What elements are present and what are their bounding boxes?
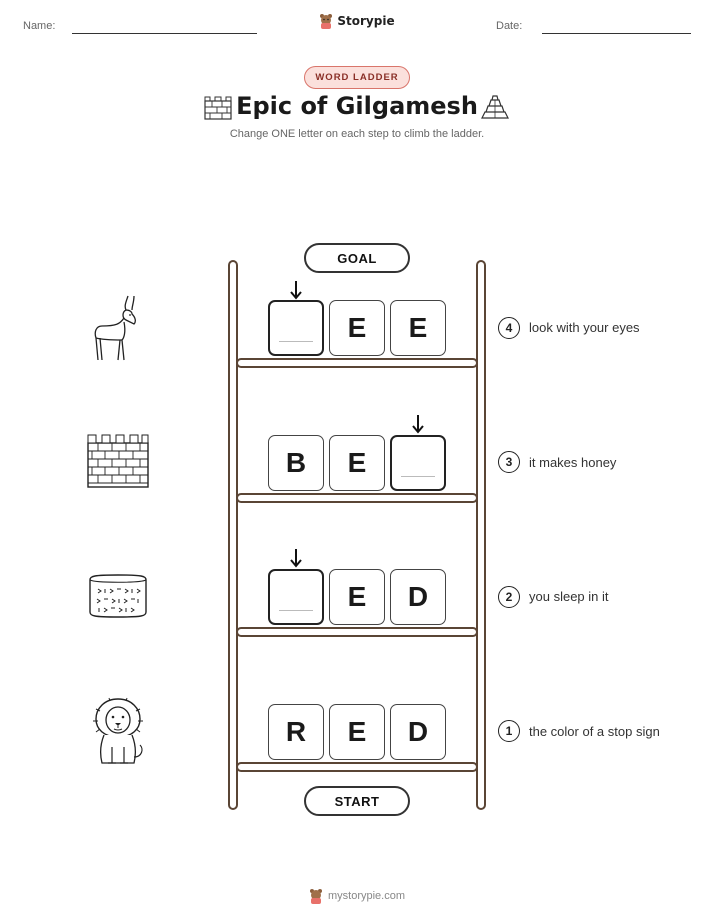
step-number: 1 <box>498 720 520 742</box>
ladder-right-rail <box>476 260 486 810</box>
arrow-down-icon <box>290 281 302 300</box>
goal-label: GOAL <box>304 243 410 273</box>
ladder-rung <box>236 627 478 637</box>
step-clue: look with your eyes <box>529 320 640 335</box>
letter-input[interactable] <box>390 435 446 491</box>
step-number: 4 <box>498 317 520 339</box>
letter-tile: E <box>329 435 385 491</box>
ladder-rung <box>236 762 478 772</box>
step-clue: you sleep in it <box>529 589 609 604</box>
arrow-down-icon <box>290 549 302 568</box>
footer-url[interactable]: mystorypie.com <box>327 890 406 902</box>
date-line[interactable] <box>542 33 691 34</box>
name-label: Name: <box>23 20 56 32</box>
letter-tile: R <box>268 704 324 760</box>
ladder-left-rail <box>228 260 238 810</box>
letter-tile: E <box>329 569 385 625</box>
letter-tile: E <box>390 300 446 356</box>
start-label: START <box>304 786 410 816</box>
step-clue: it makes honey <box>529 455 617 470</box>
lion-icon <box>93 697 143 764</box>
letter-tile: D <box>390 704 446 760</box>
page-title: Epic of Gilgamesh <box>236 92 478 120</box>
worksheet-type-badge: WORD LADDER <box>304 66 410 89</box>
gazelle-icon <box>94 295 136 361</box>
letter-tile: E <box>329 704 385 760</box>
instructions: Change ONE letter on each step to climb … <box>229 128 485 140</box>
bear-logo-icon <box>309 889 322 904</box>
arrow-down-icon <box>412 415 424 434</box>
letter-tile: E <box>329 300 385 356</box>
cuneiform-tablet-icon <box>89 574 147 618</box>
bear-logo-icon <box>320 14 333 29</box>
step-clue: the color of a stop sign <box>529 724 660 739</box>
brick-wall-icon <box>204 96 232 120</box>
brand-name: Storypie <box>337 14 395 28</box>
letter-tile: D <box>390 569 446 625</box>
footer: mystorypie.com <box>0 888 714 904</box>
ladder-rung <box>236 358 478 368</box>
step-number: 2 <box>498 586 520 608</box>
ziggurat-icon <box>481 95 509 119</box>
date-label: Date: <box>496 20 523 32</box>
letter-input[interactable] <box>268 300 324 356</box>
brand-logo: Storypie <box>0 13 714 29</box>
step-number: 3 <box>498 451 520 473</box>
letter-input[interactable] <box>268 569 324 625</box>
name-line[interactable] <box>72 33 257 34</box>
ladder-rung <box>236 493 478 503</box>
letter-tile: B <box>268 435 324 491</box>
brick-wall-icon <box>87 434 149 488</box>
